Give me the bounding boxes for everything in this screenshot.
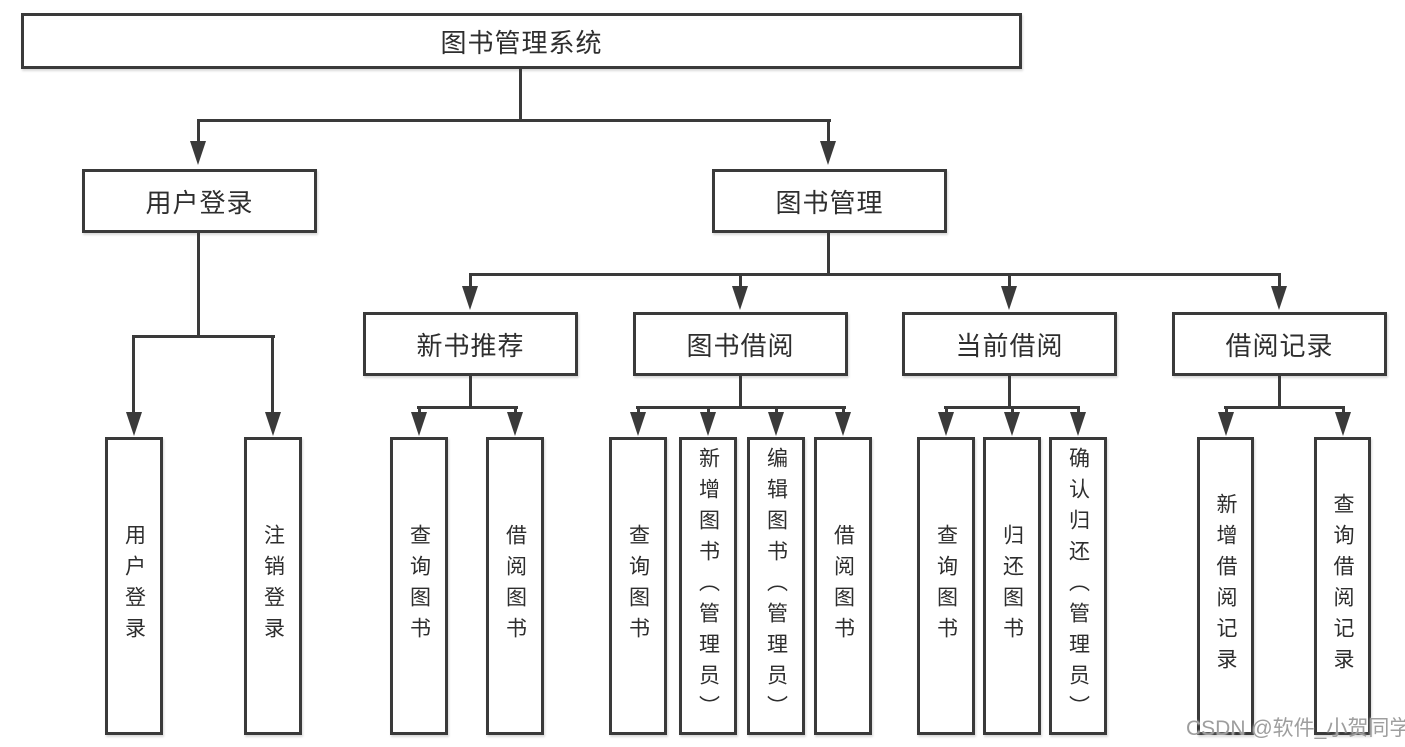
node-new-book-recommend-label: 新书推荐 <box>416 330 525 361</box>
connector-user-login-branch <box>132 335 275 338</box>
connector-current-stem <box>1008 376 1011 408</box>
connector-recommend-branch <box>417 406 518 409</box>
leaf-add-book-admin-label: 新增图书（管理员） <box>696 446 720 726</box>
arrow-down-icon <box>1004 412 1020 436</box>
connector-drop-leaf <box>637 406 640 414</box>
arrow-down-icon <box>938 412 954 436</box>
connector-drop-leaf <box>418 406 421 414</box>
connector-drop-leaf <box>775 406 778 414</box>
arrow-down-icon <box>507 412 523 436</box>
connector-drop-level3 <box>1278 273 1281 289</box>
leaf-query-book-2-label: 查询图书 <box>626 524 650 648</box>
arrow-down-icon <box>126 412 142 436</box>
connector-record-branch <box>1224 406 1345 409</box>
leaf-query-book-1-label: 查询图书 <box>407 524 431 648</box>
leaf-query-book-3: 查询图书 <box>917 437 975 735</box>
arrow-down-icon <box>1271 286 1287 310</box>
leaf-add-borrow-record-label: 新增借阅记录 <box>1214 493 1237 679</box>
connector-drop-level3 <box>739 273 742 289</box>
arrow-down-icon <box>820 141 836 165</box>
arrow-down-icon <box>1001 286 1017 310</box>
node-borrow-record: 借阅记录 <box>1172 312 1387 376</box>
leaf-borrow-book-1-label: 借阅图书 <box>503 524 527 648</box>
node-current-borrow-label: 当前借阅 <box>955 330 1064 361</box>
node-root: 图书管理系统 <box>21 13 1022 69</box>
arrow-down-icon <box>1218 412 1234 436</box>
arrow-down-icon <box>768 412 784 436</box>
leaf-borrow-book-2: 借阅图书 <box>814 437 872 735</box>
node-book-borrow: 图书借阅 <box>633 312 848 376</box>
leaf-add-book-admin: 新增图书（管理员） <box>679 437 737 735</box>
leaf-user-login-label: 用户登录 <box>122 524 146 648</box>
arrow-down-icon <box>265 412 281 436</box>
connector-recommend-stem <box>469 376 472 408</box>
leaf-borrow-book-1: 借阅图书 <box>486 437 544 735</box>
connector-root-stem <box>519 69 522 122</box>
connector-drop-leaf <box>842 406 845 414</box>
connector-drop-level3 <box>1008 273 1011 289</box>
node-new-book-recommend: 新书推荐 <box>363 312 578 376</box>
connector-drop-book-management <box>827 119 830 145</box>
leaf-edit-book-admin: 编辑图书（管理员） <box>747 437 805 735</box>
leaf-confirm-return-admin-label: 确认归还（管理员） <box>1066 446 1090 726</box>
connector-drop-leaf <box>1225 406 1228 414</box>
leaf-user-login: 用户登录 <box>105 437 163 735</box>
connector-drop-leaf <box>1077 406 1080 414</box>
csdn-watermark: CSDN @软件_小贺同学 <box>1186 717 1405 740</box>
connector-drop-leaf <box>707 406 710 414</box>
arrow-down-icon <box>630 412 646 436</box>
connector-drop-leaf <box>945 406 948 414</box>
connector-drop-user-login <box>197 119 200 145</box>
leaf-return-book: 归还图书 <box>983 437 1041 735</box>
connector-user-login-stem <box>197 233 200 338</box>
leaf-query-book-3-label: 查询图书 <box>934 524 958 648</box>
leaf-logout-label: 注销登录 <box>261 524 285 648</box>
leaf-query-borrow-record: 查询借阅记录 <box>1314 437 1371 735</box>
connector-book-management-stem <box>827 233 830 276</box>
leaf-add-borrow-record: 新增借阅记录 <box>1197 437 1254 735</box>
connector-borrow-stem <box>739 376 742 408</box>
arrow-down-icon <box>1335 412 1351 436</box>
leaf-borrow-book-2-label: 借阅图书 <box>831 524 855 648</box>
connector-book-management-branch <box>469 273 1281 276</box>
connector-drop-leaf <box>271 335 274 414</box>
leaf-logout: 注销登录 <box>244 437 302 735</box>
node-current-borrow: 当前借阅 <box>902 312 1117 376</box>
connector-drop-leaf <box>132 335 135 414</box>
node-book-management-label: 图书管理 <box>775 187 884 218</box>
node-user-login-label: 用户登录 <box>145 187 254 218</box>
connector-record-stem <box>1278 376 1281 408</box>
arrow-down-icon <box>835 412 851 436</box>
arrow-down-icon <box>1070 412 1086 436</box>
arrow-down-icon <box>411 412 427 436</box>
leaf-query-borrow-record-label: 查询借阅记录 <box>1331 493 1354 679</box>
node-root-label: 图书管理系统 <box>440 27 603 58</box>
leaf-query-book-1: 查询图书 <box>390 437 448 735</box>
arrow-down-icon <box>700 412 716 436</box>
node-borrow-record-label: 借阅记录 <box>1225 330 1334 361</box>
connector-drop-leaf <box>1011 406 1014 414</box>
connector-root-branch <box>197 119 831 122</box>
leaf-confirm-return-admin: 确认归还（管理员） <box>1049 437 1107 735</box>
node-book-management: 图书管理 <box>712 169 947 233</box>
connector-drop-leaf <box>514 406 517 414</box>
leaf-query-book-2: 查询图书 <box>609 437 667 735</box>
node-user-login: 用户登录 <box>82 169 317 233</box>
arrow-down-icon <box>732 286 748 310</box>
connector-drop-leaf <box>1342 406 1345 414</box>
node-book-borrow-label: 图书借阅 <box>686 330 795 361</box>
arrow-down-icon <box>190 141 206 165</box>
arrow-down-icon <box>462 286 478 310</box>
connector-drop-level3 <box>469 273 472 289</box>
leaf-return-book-label: 归还图书 <box>1000 524 1024 648</box>
connector-borrow-branch <box>636 406 846 409</box>
leaf-edit-book-admin-label: 编辑图书（管理员） <box>764 446 788 726</box>
